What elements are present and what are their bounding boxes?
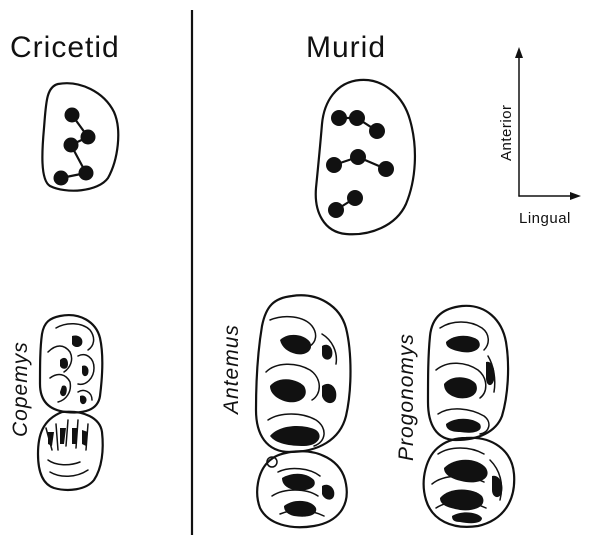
- lingual-arrowhead: [570, 192, 581, 200]
- lingual-label: Lingual: [519, 210, 571, 227]
- taxon-progonomys: Progonomys: [395, 333, 418, 461]
- taxon-antemus: Antemus: [220, 324, 243, 416]
- progonomys-molars: [424, 306, 515, 527]
- antemus-molars: [256, 295, 351, 527]
- orientation-axes: [515, 47, 581, 200]
- murid-cusp-schematic: [316, 80, 415, 234]
- cricetid-cusp-schematic: [42, 83, 118, 190]
- heading-murid: Murid: [306, 31, 386, 64]
- taxon-copemys: Copemys: [9, 341, 32, 437]
- heading-cricetid: Cricetid: [10, 31, 120, 64]
- anterior-label: Anterior: [498, 104, 515, 161]
- anterior-arrowhead: [515, 47, 523, 58]
- copemys-molars: [38, 315, 103, 490]
